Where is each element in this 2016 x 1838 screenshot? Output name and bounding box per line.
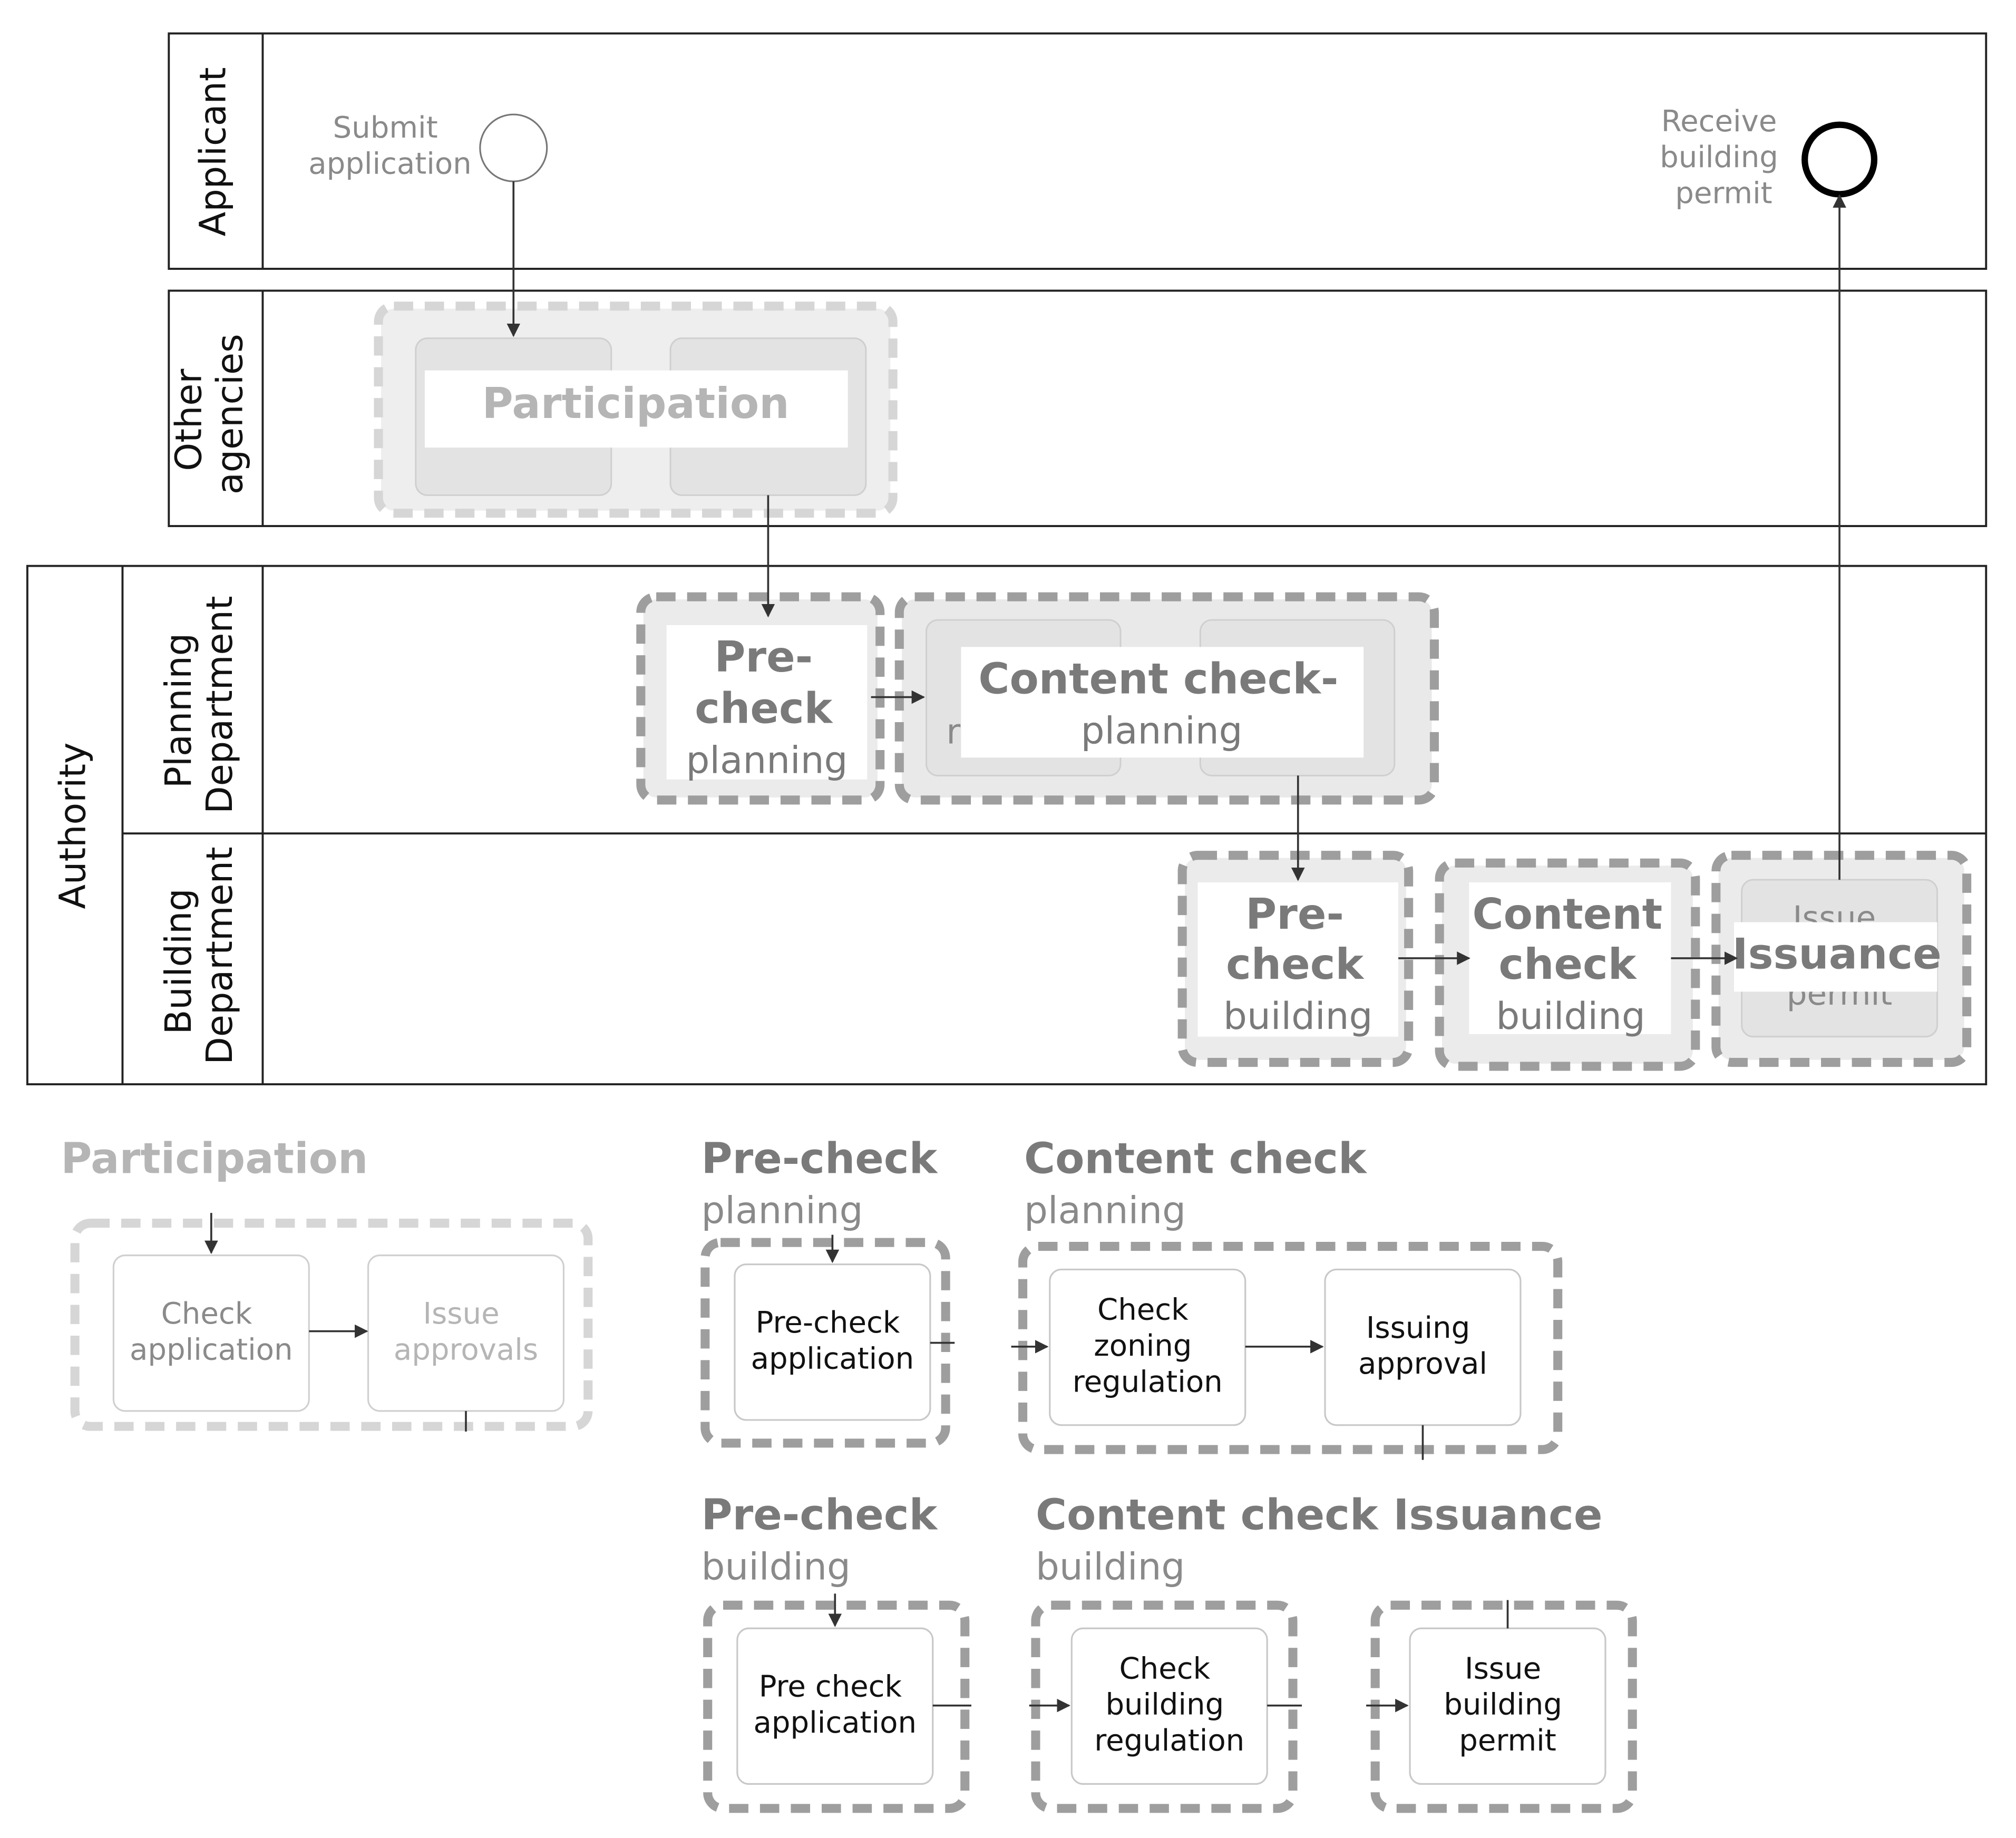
group-participation: Participation (374, 302, 898, 518)
task-issue-approvals: Issue approvals (394, 1297, 538, 1367)
group-title-content-check-planning: Content check- planning (978, 654, 1345, 752)
group-content-check-building: Content check building (1435, 858, 1700, 1071)
detail-subtitle-precheck-building: building (702, 1545, 851, 1589)
detail-content-check-planning: Content check planning Check zoning regu… (1011, 1133, 1563, 1460)
applicant-pool: Applicant (168, 32, 1988, 270)
lane-label-building-department: Building Department (158, 847, 241, 1064)
task-check-application: Check application (130, 1297, 293, 1367)
pool-label-authority: Authority (53, 742, 94, 909)
group-content-check-planning: r Content check- planning (894, 592, 1439, 805)
detail-participation: Participation Check application Issue ap… (61, 1133, 593, 1432)
detail-content-check-building: Content check building Check building re… (1029, 1490, 1379, 1813)
group-title-participation: Participation (482, 378, 790, 428)
task-pre-check-application-building: Pre check application (754, 1670, 917, 1740)
main-sequence-flows (507, 181, 1846, 965)
detail-title-content-check-planning: Content check (1024, 1133, 1368, 1183)
detail-precheck-building: Pre-check building Pre check application (702, 1490, 971, 1813)
group-issuance: Issue permit Issuance (1711, 851, 1972, 1067)
group-title-issuance: Issuance (1732, 929, 1942, 978)
detail-title-precheck-planning: Pre-check (702, 1133, 939, 1183)
peek-task-text: r (946, 711, 961, 752)
task-check-zoning-regulation: Check zoning regulation (1073, 1293, 1223, 1399)
detail-title-precheck-building: Pre-check (702, 1490, 939, 1539)
end-event-label: Receive building permit (1660, 104, 1788, 211)
end-event-receive-building-permit: Receive building permit (1660, 104, 1878, 211)
lane-label-planning-department: Planning Department (158, 596, 241, 814)
detail-precheck-planning: Pre-check planning Pre-check application (700, 1133, 955, 1448)
task-pre-check-application-planning: Pre-check application (751, 1306, 914, 1376)
task-check-building-regulation: Check building regulation (1094, 1651, 1244, 1758)
start-event-label: Submit application (308, 111, 472, 181)
lane-label-other-agencies: Other agencies (168, 334, 251, 494)
detail-issuance: Issuance Issue building permit (1366, 1490, 1637, 1813)
task-issuing-approval: Issuing approval (1358, 1311, 1487, 1381)
detail-title-issuance: Issuance (1393, 1490, 1602, 1539)
group-precheck-building: Pre- check building (1177, 851, 1414, 1067)
detail-title-participation: Participation (61, 1133, 368, 1183)
group-precheck-planning: Pre- check planning (636, 592, 885, 805)
task-issue-building-permit: Issue building permit (1444, 1651, 1572, 1758)
group-title-precheck-building: Pre- check building (1223, 889, 1372, 1038)
group-title-content-check-building: Content check building (1473, 889, 1669, 1038)
detail-subtitle-content-check-building: building (1036, 1545, 1185, 1589)
detail-title-content-check-building: Content check (1036, 1490, 1379, 1539)
lane-label-applicant: Applicant (193, 67, 235, 236)
group-title-precheck-planning: Pre- check planning (686, 632, 848, 782)
detail-subtitle-precheck-planning: planning (702, 1189, 863, 1232)
start-event-submit-application: Submit application (308, 111, 548, 182)
detail-subtitle-content-check-planning: planning (1024, 1189, 1186, 1232)
